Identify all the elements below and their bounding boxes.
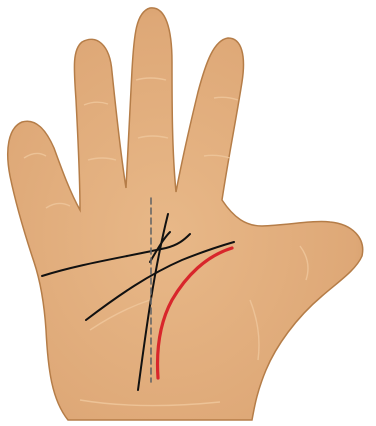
hand-shape — [8, 8, 363, 420]
hand-outline — [8, 8, 363, 420]
